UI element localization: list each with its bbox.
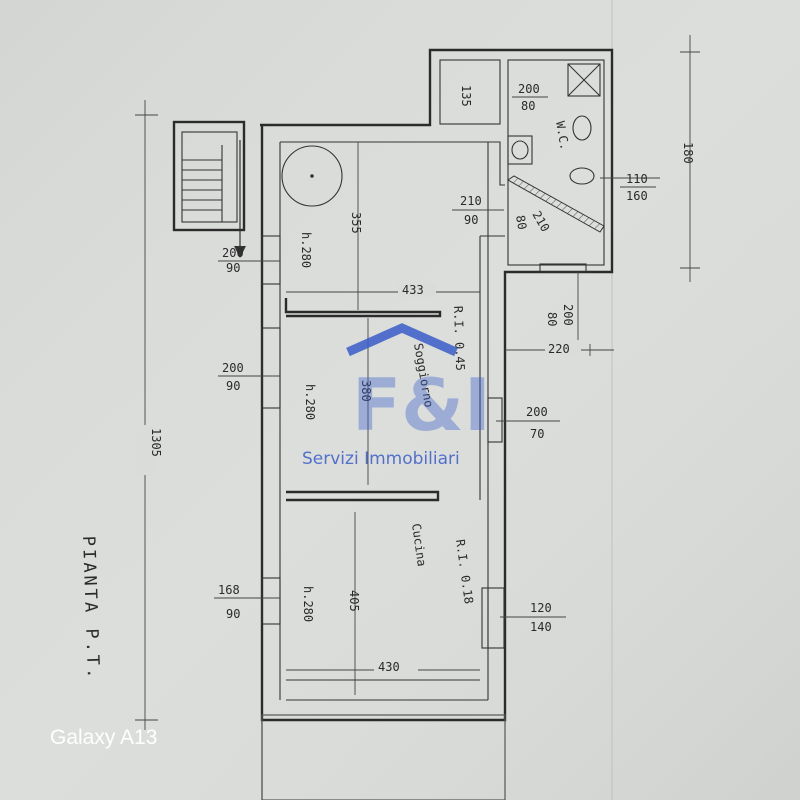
living-window-right-b: 70: [530, 427, 544, 441]
partition-wall-2: [286, 490, 440, 502]
storage-width-label: 135: [459, 85, 473, 107]
wc-window-a: 110: [626, 172, 648, 186]
logo-tagline: Servizi Immobiliari: [302, 449, 460, 469]
living-ri-label: R.I. 0.45: [451, 306, 467, 371]
kitchen-window-left-a: 168: [218, 583, 240, 597]
company-logo: F&I Servizi Immobiliari: [302, 323, 491, 469]
camera-watermark: Galaxy A13: [50, 726, 157, 749]
wc-room: W.C. 110 160: [507, 59, 660, 273]
bedroom-door-b: 90: [464, 213, 478, 227]
sink-icon: [507, 135, 533, 165]
bedroom-width-label: 433: [402, 283, 424, 297]
bath-height-label: 180: [681, 142, 695, 164]
bedroom-depth-label: 355: [349, 212, 363, 234]
house-roof-icon: [346, 323, 458, 357]
kitchen-window-right-b: 140: [530, 620, 552, 634]
kitchen-depth-label: 405: [347, 590, 361, 612]
corridor-dim-b: 80: [545, 312, 559, 326]
wc-window-b: 160: [626, 189, 648, 203]
shower-icon: [567, 63, 601, 97]
bedroom-window-b: 90: [226, 261, 240, 275]
bedroom-window-a: 200: [222, 246, 244, 260]
round-table-icon: [281, 145, 343, 207]
kitchen-window-left-b: 90: [226, 607, 240, 621]
corridor-dim-a: 200: [561, 304, 575, 326]
kitchen-height-label: h.280: [301, 586, 315, 622]
kitchen: 168 90 405 h.280 Cucina R.I. 0.18 120 14…: [214, 512, 566, 695]
partition-wall-1: [284, 298, 442, 318]
overall-dimension-line: 1305: [135, 100, 163, 730]
living-window-left-b: 90: [226, 379, 240, 393]
stair-arrow-icon: [234, 246, 246, 258]
toilet-icon: [572, 115, 592, 141]
kitchen-width-label: 430: [378, 660, 400, 674]
kitchen-name-label: Cucina: [409, 522, 429, 567]
storage-dim-b: 80: [521, 99, 535, 113]
overall-height-label: 1305: [149, 428, 163, 457]
storage-room: 135 200 80: [439, 59, 548, 125]
living-window-right-a: 200: [526, 405, 548, 419]
bidet-icon: [569, 167, 595, 185]
living-window-left-a: 200: [222, 361, 244, 375]
logo-mark: F&I: [352, 363, 491, 447]
bath-dimension-line: 180: [680, 35, 700, 282]
bedroom-height-label: h.280: [299, 232, 313, 268]
storage-dim-a: 200: [518, 82, 540, 96]
bedroom-door-a: 210: [460, 194, 482, 208]
living-height-label: h.280: [303, 384, 317, 420]
staircase: [172, 120, 246, 258]
kitchen-window-right-a: 120: [530, 601, 552, 615]
bedroom-diag-a: 80: [513, 214, 529, 231]
living-width-label: 220: [548, 342, 570, 356]
wc-label: W.C.: [553, 120, 572, 151]
living-depth-label: 380: [359, 380, 373, 402]
